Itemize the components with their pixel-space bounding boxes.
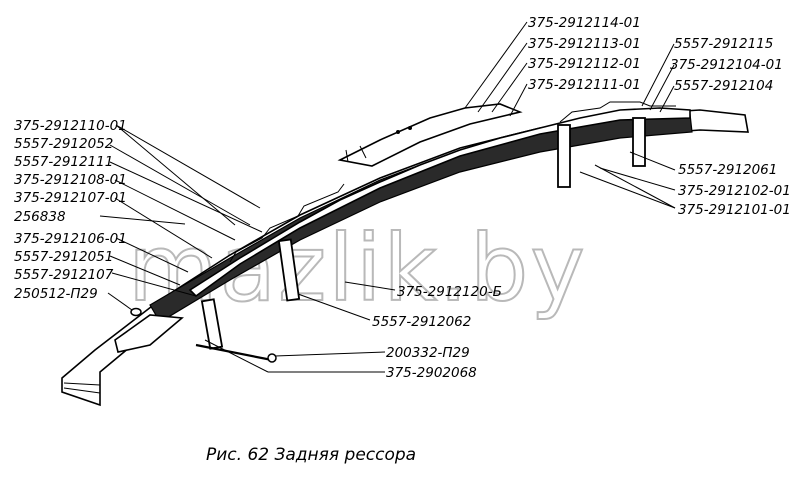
- label-375-2912101-01: 375-2912101-01: [678, 202, 791, 218]
- centre-bundle: [337, 103, 523, 167]
- label-375-2912106-01: 375-2912106-01: [14, 231, 127, 247]
- label-375-2912120-b: 375-2912120-Б: [397, 284, 502, 300]
- label-5557-2912104: 5557-2912104: [674, 78, 773, 94]
- label-5557-2912062: 5557-2912062: [372, 314, 471, 330]
- label-5557-2912111: 5557-2912111: [14, 154, 113, 170]
- label-200332-p29: 200332-П29: [386, 345, 470, 361]
- nut: [130, 307, 142, 317]
- label-375-2912114-01: 375-2912114-01: [528, 15, 641, 31]
- label-375-2912111-01: 375-2912111-01: [528, 77, 641, 93]
- clamp-1: [200, 298, 224, 350]
- label-256838: 256838: [14, 209, 66, 225]
- leaf-spring: [61, 101, 749, 407]
- label-250512-p29: 250512-П29: [14, 286, 98, 302]
- upper-leaves: [188, 107, 691, 298]
- label-5557-2912061: 5557-2912061: [678, 162, 777, 178]
- label-5557-2912115: 5557-2912115: [674, 36, 773, 52]
- label-5557-2912107: 5557-2912107: [14, 267, 114, 283]
- label-375-2902068: 375-2902068: [386, 365, 477, 381]
- clamp-2: [277, 238, 301, 302]
- part-labels: 375-2912114-01 375-2912113-01 375-291211…: [14, 15, 791, 381]
- label-375-2912113-01: 375-2912113-01: [528, 36, 641, 52]
- label-375-2912102-01: 375-2912102-01: [678, 183, 791, 199]
- label-375-2912110-01: 375-2912110-01: [14, 118, 127, 134]
- label-5557-2912051: 5557-2912051: [14, 249, 113, 265]
- label-375-2912104-01: 375-2912104-01: [670, 57, 783, 73]
- clamp-4: [632, 117, 646, 167]
- clamp-3: [557, 124, 571, 188]
- label-375-2912108-01: 375-2912108-01: [14, 172, 127, 188]
- clamp-bolt: [195, 343, 273, 362]
- leader-lines: [99, 21, 676, 373]
- label-375-2912107-01: 375-2912107-01: [14, 190, 127, 206]
- figure-caption: Рис. 62 Задняя рессора: [206, 445, 416, 465]
- label-5557-2912052: 5557-2912052: [14, 136, 113, 152]
- front-stopper: [114, 314, 184, 353]
- watermark: mazlik.by: [128, 215, 587, 322]
- label-375-2912112-01: 375-2912112-01: [528, 56, 641, 72]
